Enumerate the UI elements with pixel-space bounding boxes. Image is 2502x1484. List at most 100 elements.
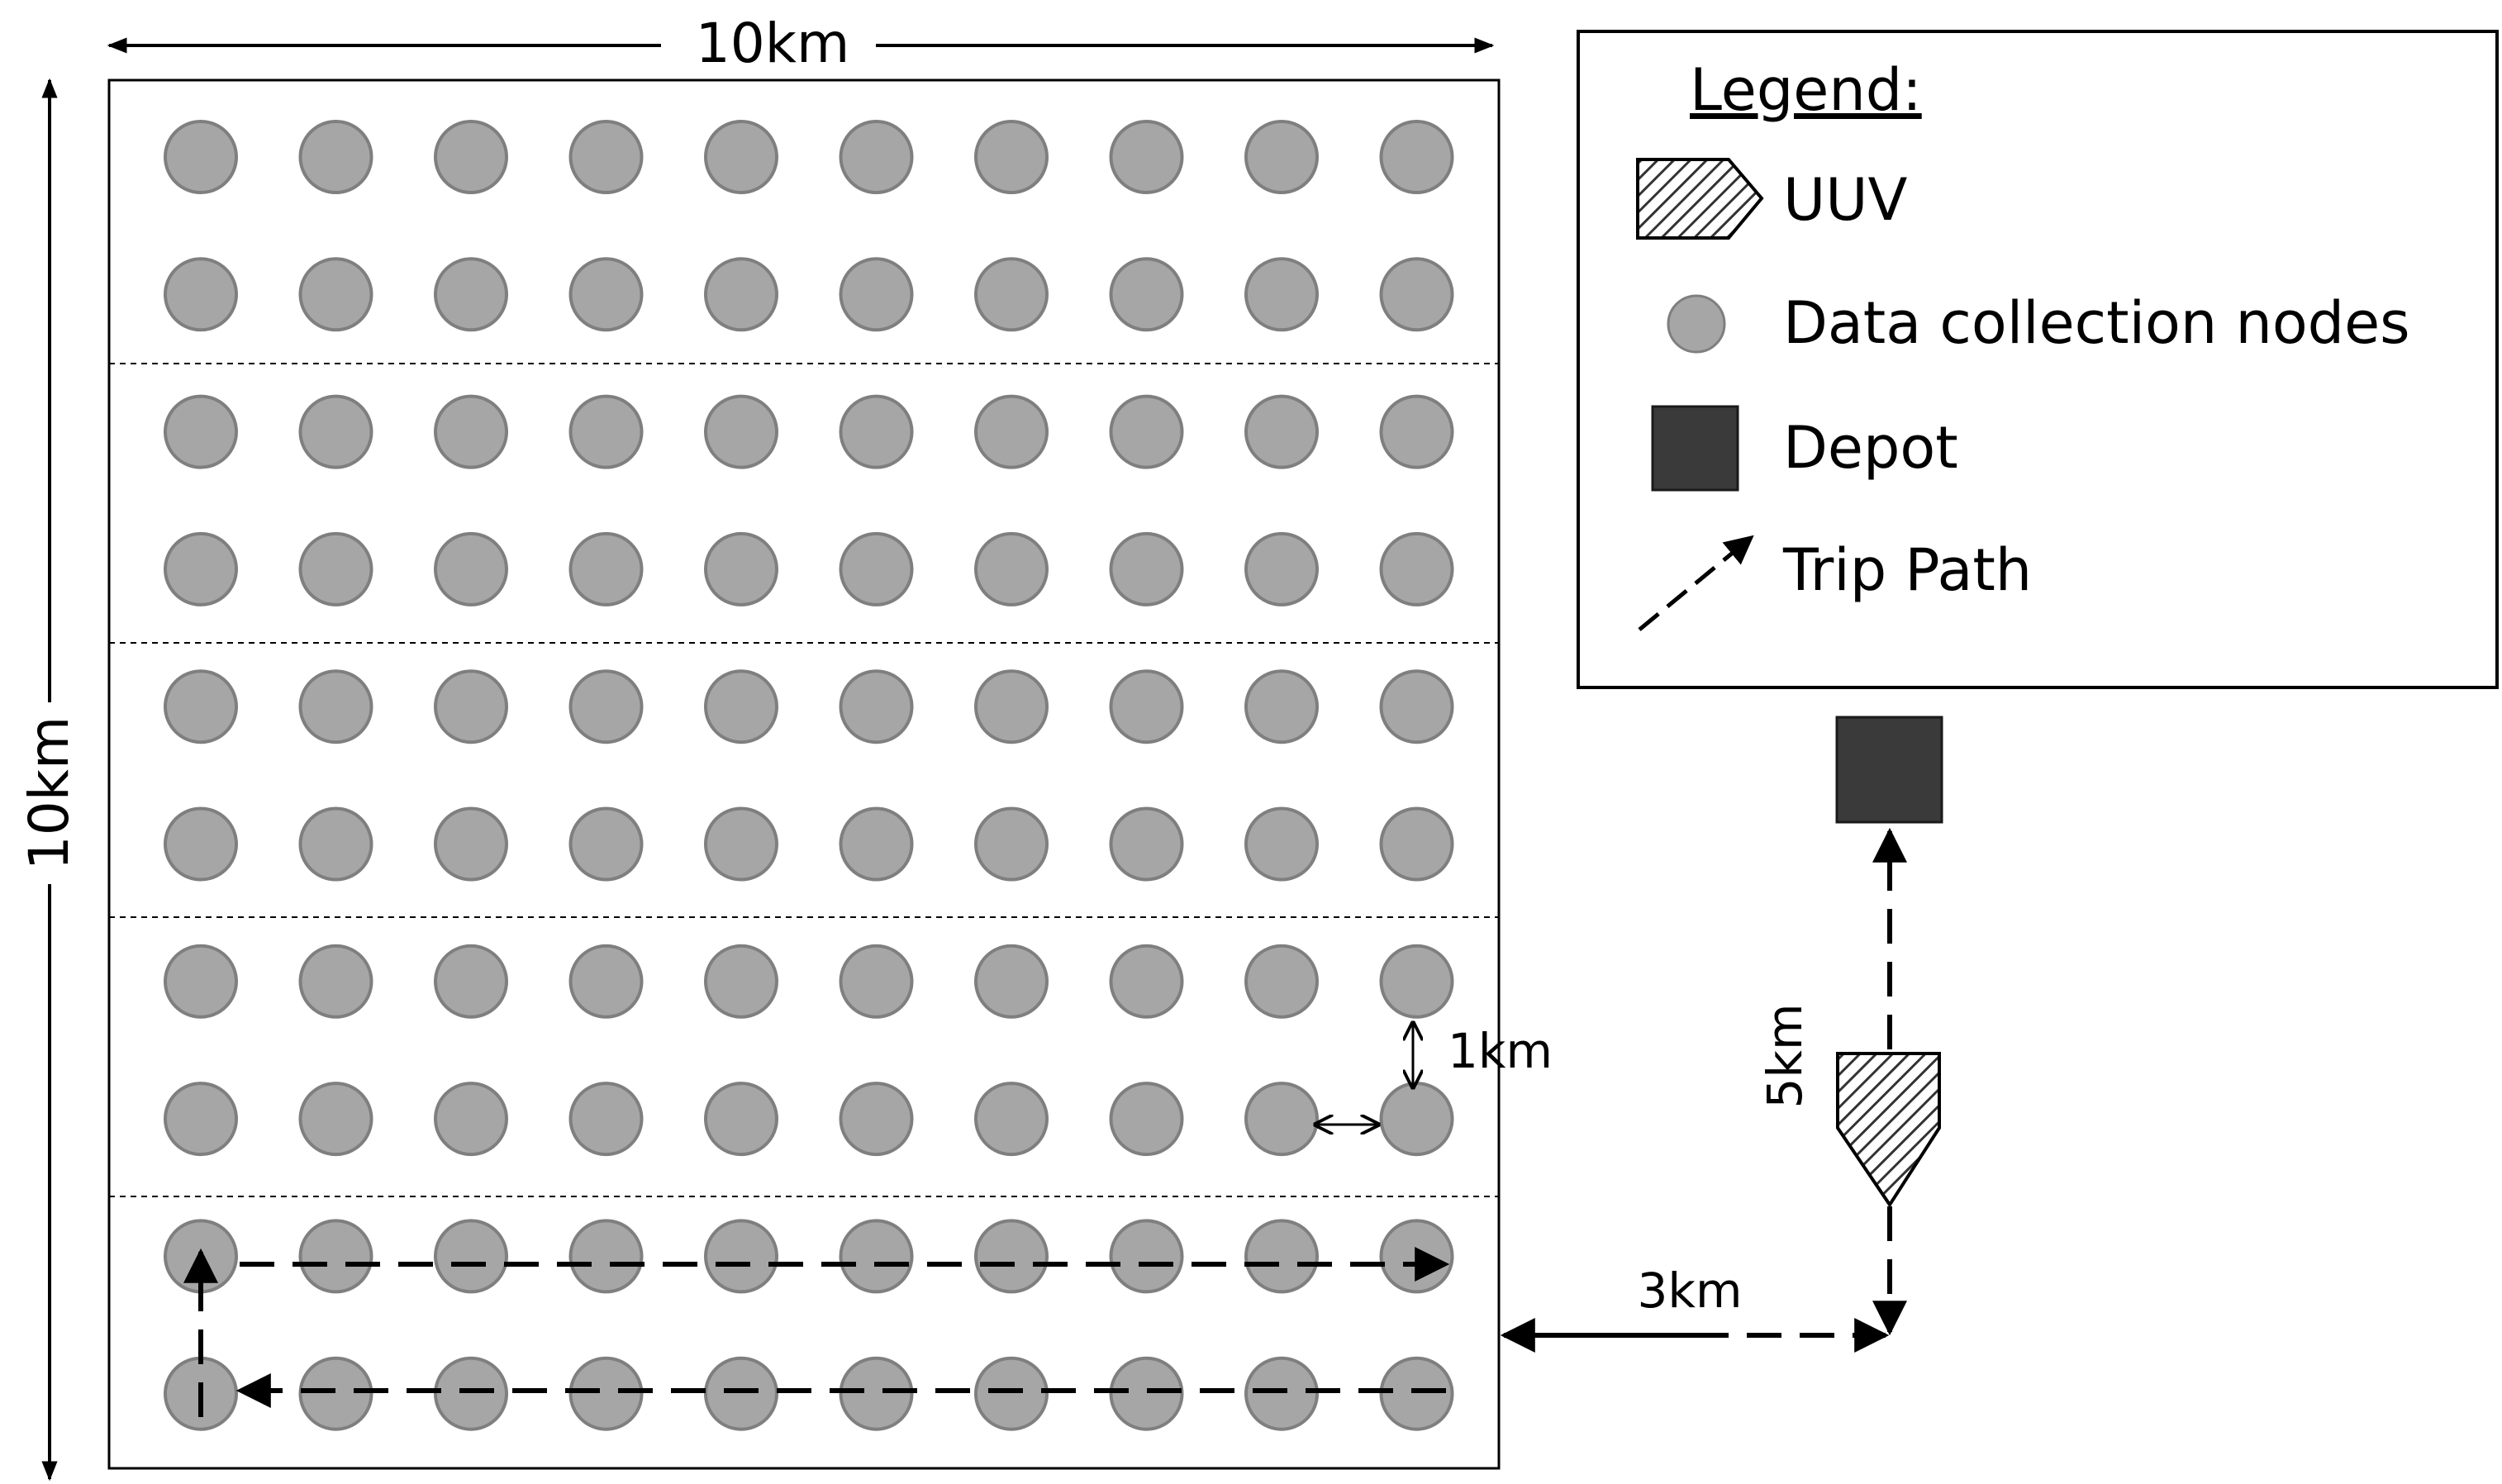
data-collection-node bbox=[704, 1356, 778, 1431]
data-collection-node bbox=[434, 531, 508, 606]
spacing-label: 1km bbox=[1448, 1023, 1553, 1079]
data-collection-node bbox=[434, 120, 508, 194]
data-collection-node bbox=[704, 1082, 778, 1157]
data-collection-node bbox=[974, 669, 1049, 744]
legend-uuv-icon bbox=[1636, 158, 1764, 240]
data-collection-node bbox=[974, 1082, 1049, 1157]
data-collection-node bbox=[704, 257, 778, 332]
data-collection-node bbox=[434, 257, 508, 332]
data-collection-node bbox=[1379, 531, 1454, 606]
legend-trip-label: Trip Path bbox=[1782, 536, 2032, 604]
data-collection-node bbox=[434, 669, 508, 744]
legend-uuv-label: UUV bbox=[1783, 166, 1907, 234]
data-collection-node bbox=[704, 120, 778, 194]
data-collection-node bbox=[1109, 1082, 1184, 1157]
data-collection-node bbox=[568, 806, 644, 882]
data-collection-node bbox=[434, 806, 508, 882]
data-collection-node bbox=[434, 394, 508, 469]
data-collection-node bbox=[1109, 806, 1184, 882]
data-collection-node bbox=[568, 531, 644, 606]
data-collection-node bbox=[164, 120, 238, 194]
data-collection-node bbox=[704, 1219, 778, 1294]
data-collection-node bbox=[1244, 1082, 1319, 1157]
data-collection-node bbox=[164, 257, 238, 332]
data-collection-node bbox=[1379, 1356, 1454, 1431]
data-collection-node bbox=[568, 1219, 644, 1294]
data-collection-node bbox=[839, 944, 914, 1019]
data-collection-node bbox=[974, 394, 1049, 469]
data-collection-node bbox=[164, 531, 238, 606]
data-collection-node bbox=[1379, 806, 1454, 882]
data-collection-node bbox=[164, 944, 238, 1019]
data-collection-node bbox=[164, 394, 238, 469]
data-collection-node bbox=[1109, 394, 1184, 469]
data-collection-node bbox=[1244, 944, 1319, 1019]
data-collection-node bbox=[704, 944, 778, 1019]
width-label: 10km bbox=[696, 12, 850, 75]
data-collection-node bbox=[568, 394, 644, 469]
data-collection-node bbox=[298, 1219, 373, 1294]
data-collection-node bbox=[568, 944, 644, 1019]
horizontal-offset-label: 3km bbox=[1638, 1263, 1743, 1319]
data-collection-node bbox=[974, 944, 1049, 1019]
data-collection-node bbox=[1109, 1219, 1184, 1294]
data-collection-node bbox=[974, 1219, 1049, 1294]
data-collection-node bbox=[839, 257, 914, 332]
height-dimension: 10km bbox=[17, 78, 81, 1482]
data-collection-node bbox=[298, 806, 373, 882]
data-collection-node bbox=[974, 257, 1049, 332]
node-grid bbox=[164, 120, 1454, 1431]
data-collection-node bbox=[434, 944, 508, 1019]
data-collection-node bbox=[1109, 944, 1184, 1019]
data-collection-node bbox=[839, 669, 914, 744]
legend-nodes-label: Data collection nodes bbox=[1783, 289, 2410, 357]
data-collection-node bbox=[1244, 669, 1319, 744]
data-collection-node bbox=[1109, 1356, 1184, 1431]
depot-route bbox=[1500, 827, 1907, 1353]
data-collection-node bbox=[839, 531, 914, 606]
height-label: 10km bbox=[17, 716, 81, 871]
data-collection-node bbox=[568, 257, 644, 332]
data-collection-node bbox=[568, 1356, 644, 1431]
data-collection-node bbox=[1244, 1219, 1319, 1294]
depot bbox=[1835, 716, 1943, 824]
data-collection-node bbox=[298, 1356, 373, 1431]
width-dimension: 10km bbox=[107, 12, 1495, 75]
data-collection-node bbox=[434, 1082, 508, 1157]
data-collection-node bbox=[298, 257, 373, 332]
legend-node-icon bbox=[1667, 294, 1726, 354]
data-collection-node bbox=[839, 1082, 914, 1157]
data-collection-node bbox=[1379, 669, 1454, 744]
data-collection-node bbox=[1379, 1082, 1454, 1157]
data-collection-node bbox=[1379, 1219, 1454, 1294]
data-collection-node bbox=[164, 1082, 238, 1157]
data-collection-node bbox=[298, 394, 373, 469]
data-collection-node bbox=[164, 669, 238, 744]
data-collection-node bbox=[1379, 944, 1454, 1019]
vertical-offset-label: 5km bbox=[1757, 1004, 1813, 1109]
data-collection-node bbox=[1109, 257, 1184, 332]
data-collection-node bbox=[839, 394, 914, 469]
data-collection-node bbox=[704, 669, 778, 744]
data-collection-node bbox=[1244, 257, 1319, 332]
data-collection-node bbox=[1244, 806, 1319, 882]
data-collection-node bbox=[1244, 120, 1319, 194]
data-collection-node bbox=[974, 120, 1049, 194]
data-collection-node bbox=[704, 531, 778, 606]
legend-title: Legend: bbox=[1690, 56, 1922, 124]
data-collection-node bbox=[839, 1219, 914, 1294]
trip-path bbox=[183, 1247, 1450, 1417]
legend: Legend: UUV Data collection nodes Depot … bbox=[1577, 30, 2499, 689]
data-collection-node bbox=[1109, 531, 1184, 606]
data-collection-node bbox=[434, 1219, 508, 1294]
data-collection-node bbox=[298, 120, 373, 194]
data-collection-node bbox=[568, 1082, 644, 1157]
uuv bbox=[1836, 1052, 1941, 1208]
data-collection-node bbox=[1244, 394, 1319, 469]
data-collection-node bbox=[839, 1356, 914, 1431]
data-collection-node bbox=[1109, 120, 1184, 194]
legend-box bbox=[1577, 30, 2499, 689]
data-collection-node bbox=[704, 394, 778, 469]
data-collection-node bbox=[298, 531, 373, 606]
